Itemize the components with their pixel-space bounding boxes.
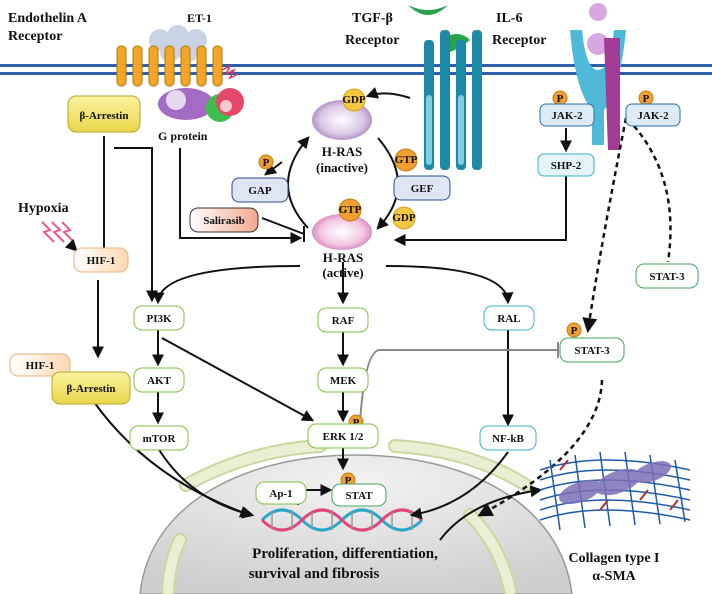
svg-text:P: P — [345, 475, 352, 487]
collagen-fibers-icon — [539, 451, 691, 531]
hras-active-label: H-RAS — [323, 250, 363, 265]
svg-text:GDP: GDP — [342, 94, 366, 106]
node-mtor: mTOR — [129, 425, 189, 451]
salirasib-inhibition — [261, 217, 305, 242]
il6-label-2: Receptor — [492, 33, 546, 48]
node-stat3-cyto: STAT-3 — [635, 263, 699, 289]
svg-text:RAL: RAL — [497, 313, 520, 325]
collagen-label: Collagen type I — [569, 551, 660, 566]
node-raf: RAF — [317, 307, 369, 333]
p-badge-jak2-left: P — [552, 90, 568, 106]
erk-stat3-inhibition — [359, 342, 559, 423]
svg-text:P: P — [353, 417, 360, 429]
p-badge-stat3: P — [566, 322, 582, 338]
node-hif1: HIF-1 — [73, 247, 129, 273]
node-stat: STAT — [331, 483, 387, 507]
collagen-label-2: α-SMA — [592, 569, 636, 584]
svg-text:mTOR: mTOR — [143, 433, 177, 445]
hras-inactive: H-RAS (inactive) — [312, 100, 372, 175]
p-badge-jak2-right: P — [638, 90, 654, 106]
svg-text:β-Arrestin: β-Arrestin — [67, 383, 116, 395]
svg-text:GTP: GTP — [395, 154, 418, 166]
svg-text:PI3K: PI3K — [146, 313, 172, 325]
hras-inactive-label-2: (inactive) — [316, 160, 368, 175]
cell-membrane — [0, 64, 712, 75]
dashed-arrows — [477, 117, 672, 517]
gtp-badge-right: GTP — [394, 148, 418, 172]
svg-text:JAK-2: JAK-2 — [637, 110, 669, 122]
node-ral: RAL — [483, 305, 535, 331]
node-b-arrestin-complex: β-Arrestin — [51, 371, 131, 405]
node-b-arrestin: β-Arrestin — [67, 95, 141, 133]
tgf-beta-label: TGF-β — [352, 11, 393, 26]
svg-text:P: P — [557, 93, 564, 105]
tgf-beta-label-2: Receptor — [345, 33, 399, 48]
node-jak2-right: JAK-2 — [625, 103, 681, 127]
node-gef: GEF — [393, 175, 451, 201]
node-gap: GAP — [231, 177, 289, 203]
tgf-beta-receptor-icon — [408, 5, 482, 170]
svg-text:SHP-2: SHP-2 — [551, 160, 582, 172]
svg-text:MEK: MEK — [330, 375, 357, 387]
p-badge-gap: P — [258, 154, 274, 170]
nucleus-outcome-label-2: survival and fibrosis — [249, 566, 380, 582]
node-mek: MEK — [317, 367, 369, 393]
gtp-badge-active: GTP — [338, 198, 362, 222]
nucleus — [139, 439, 573, 594]
g-protein-icon — [158, 88, 244, 122]
svg-text:STAT-3: STAT-3 — [574, 345, 610, 357]
svg-text:NF-kB: NF-kB — [492, 433, 524, 445]
node-pi3k: PI3K — [133, 305, 185, 331]
svg-text:STAT-3: STAT-3 — [649, 271, 685, 283]
hypoxia-label: Hypoxia — [18, 201, 69, 216]
gdp-badge-top: GDP — [342, 88, 366, 112]
node-erk: ERK 1/2 — [307, 423, 379, 449]
hras-inactive-label: H-RAS — [322, 144, 362, 159]
svg-text:RAF: RAF — [332, 315, 355, 327]
svg-text:ERK 1/2: ERK 1/2 — [323, 431, 364, 443]
hras-active: H-RAS (active) — [312, 214, 372, 280]
svg-text:β-Arrestin: β-Arrestin — [80, 110, 129, 122]
dna-helix — [260, 508, 424, 532]
il6-receptor-icon — [570, 3, 626, 150]
svg-text:P: P — [643, 93, 650, 105]
svg-text:GAP: GAP — [248, 185, 272, 197]
et1-label: ET-1 — [187, 11, 212, 25]
pathway-arrows — [64, 87, 572, 541]
node-shp2: SHP-2 — [537, 153, 595, 177]
svg-text:GTP: GTP — [339, 204, 362, 216]
endothelin-receptor-icon — [116, 25, 239, 87]
node-stat3-phospho: STAT-3 — [559, 337, 625, 363]
node-hif1-complex: HIF-1 — [9, 353, 71, 377]
svg-text:STAT: STAT — [345, 490, 373, 502]
svg-text:JAK-2: JAK-2 — [551, 110, 583, 122]
svg-text:Salirasib: Salirasib — [203, 215, 245, 227]
node-nfkb: NF-kB — [479, 425, 537, 451]
node-jak2-left: JAK-2 — [539, 103, 595, 127]
hypoxia-icon — [41, 221, 75, 243]
svg-text:HIF-1: HIF-1 — [87, 255, 116, 267]
endothelin-receptor-label: Endothelin A — [8, 11, 88, 26]
node-salirasib: Salirasib — [189, 207, 259, 233]
nucleus-outcome-label: Proliferation, differentiation, — [252, 546, 438, 562]
il6-label: IL-6 — [496, 11, 522, 26]
gdp-badge-right: GDP — [392, 206, 416, 230]
node-akt: AKT — [133, 367, 185, 393]
svg-text:HIF-1: HIF-1 — [26, 360, 55, 372]
svg-text:GEF: GEF — [411, 183, 434, 195]
svg-text:AKT: AKT — [147, 375, 172, 387]
hras-active-label-2: (active) — [322, 265, 363, 280]
node-ap1: Ap-1 — [255, 481, 307, 505]
endothelin-receptor-label-2: Receptor — [8, 29, 62, 44]
svg-text:P: P — [263, 157, 270, 169]
svg-text:P: P — [571, 325, 578, 337]
svg-text:Ap-1: Ap-1 — [269, 488, 292, 500]
g-protein-label: G protein — [158, 129, 208, 143]
svg-text:GDP: GDP — [392, 212, 416, 224]
